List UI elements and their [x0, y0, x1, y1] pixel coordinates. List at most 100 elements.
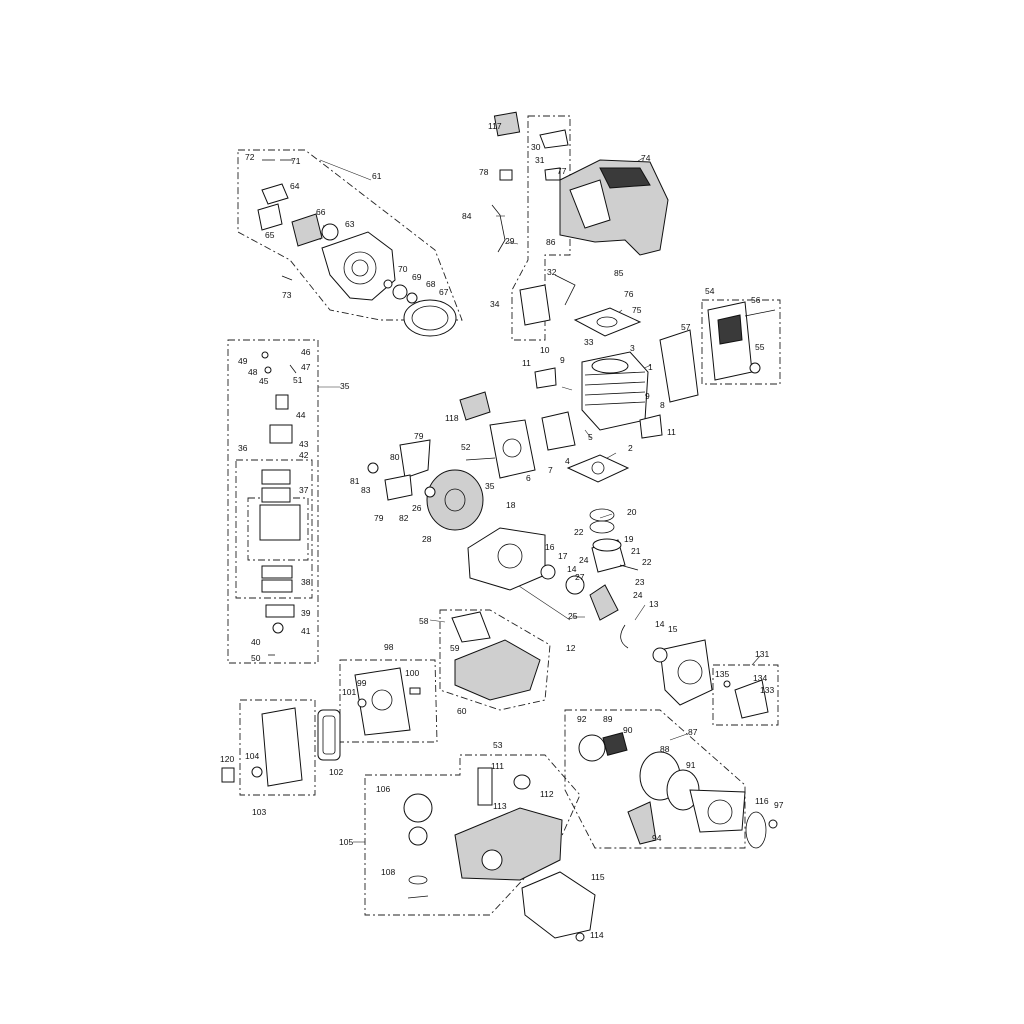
label-73: 73: [282, 290, 292, 300]
label-78: 78: [479, 167, 489, 177]
label-28: 28: [422, 534, 432, 544]
label-85: 85: [614, 268, 624, 278]
label-7: 7: [548, 465, 553, 475]
part-number-labels: 1 2 3 4 5 6 7 8 9 9 10 11 11 12 13 14 14…: [220, 121, 784, 940]
label-115: 115: [591, 872, 605, 882]
label-59: 59: [450, 643, 460, 653]
label-51: 51: [293, 375, 303, 385]
label-10: 10: [540, 345, 550, 355]
clutch-housing-part: [257, 159, 457, 337]
label-61: 61: [372, 171, 382, 181]
group-61-outline: [237, 149, 463, 321]
crankcase-part: [467, 527, 713, 706]
label-35-carb: 35: [485, 481, 495, 491]
label-47: 47: [301, 362, 311, 372]
air-filter-base-part: [354, 667, 421, 736]
label-2: 2: [628, 443, 633, 453]
label-20: 20: [627, 507, 637, 517]
air-filter-cover-part: [451, 611, 541, 701]
group-35-outline: [227, 339, 319, 664]
label-72: 72: [245, 152, 255, 162]
group-54-outline: [701, 299, 781, 385]
label-8: 8: [660, 400, 665, 410]
label-5: 5: [588, 432, 593, 442]
label-98: 98: [384, 642, 394, 652]
label-41: 41: [301, 626, 311, 636]
gasket-parts: [534, 367, 663, 483]
label-117: 117: [488, 121, 502, 131]
label-71: 71: [291, 156, 301, 166]
label-17: 17: [558, 551, 568, 561]
carburetor-detail-parts: [259, 351, 301, 656]
label-44: 44: [296, 410, 306, 420]
group-131-outline: [712, 664, 779, 726]
label-55: 55: [755, 342, 765, 352]
label-84: 84: [462, 211, 472, 221]
label-103: 103: [252, 807, 266, 817]
label-70: 70: [398, 264, 408, 274]
label-99: 99: [357, 678, 367, 688]
label-33: 33: [584, 337, 594, 347]
label-24-right: 24: [633, 590, 643, 600]
label-9-top: 9: [560, 355, 565, 365]
group-58-outline: [439, 609, 551, 711]
label-23: 23: [635, 577, 645, 587]
label-86: 86: [546, 237, 556, 247]
label-37: 37: [299, 485, 309, 495]
label-74: 74: [641, 153, 651, 163]
label-66: 66: [316, 207, 326, 217]
label-13: 13: [649, 599, 659, 609]
label-19: 19: [624, 534, 634, 544]
group-105-outline: [364, 754, 581, 916]
label-4: 4: [565, 456, 570, 466]
flywheel-ignition-parts: [367, 439, 484, 531]
label-104: 104: [245, 751, 259, 761]
label-26: 26: [412, 503, 422, 513]
label-118: 118: [445, 413, 459, 423]
label-21: 21: [631, 546, 641, 556]
label-50: 50: [251, 653, 261, 663]
label-11-right: 11: [667, 427, 676, 437]
label-24-left: 24: [579, 555, 589, 565]
tank-bracket-part: [521, 871, 596, 942]
label-60: 60: [457, 706, 467, 716]
label-40: 40: [251, 637, 261, 647]
label-38: 38: [301, 577, 311, 587]
label-39: 39: [301, 608, 311, 618]
label-65: 65: [265, 230, 275, 240]
label-54: 54: [705, 286, 715, 296]
label-42: 42: [299, 450, 309, 460]
label-11-left: 11: [522, 358, 531, 368]
group-29-outline: [511, 115, 571, 341]
label-22-left: 22: [574, 527, 584, 537]
label-16: 16: [545, 542, 555, 552]
label-34: 34: [490, 299, 500, 309]
part-drawings: [221, 111, 778, 942]
label-134: 134: [753, 673, 767, 683]
label-57: 57: [681, 322, 691, 332]
label-22-right: 22: [642, 557, 652, 567]
label-79-bottom: 79: [374, 513, 384, 523]
label-112: 112: [540, 789, 554, 799]
label-35-group: 35: [340, 381, 350, 391]
insulator-gasket-part: [573, 307, 642, 337]
label-75: 75: [632, 305, 642, 315]
label-32: 32: [547, 267, 557, 277]
label-45: 45: [259, 376, 269, 386]
engine-cover-part: [539, 129, 669, 256]
recoil-starter-part: [578, 732, 778, 849]
label-6: 6: [526, 473, 531, 483]
label-31: 31: [535, 155, 545, 165]
label-46: 46: [301, 347, 311, 357]
label-52: 52: [461, 442, 471, 452]
label-97: 97: [774, 800, 784, 810]
group-87-outline: [564, 709, 746, 849]
label-63: 63: [345, 219, 355, 229]
label-58: 58: [419, 616, 429, 626]
air-filter-element-parts: [221, 707, 341, 787]
group-103-outline: [239, 699, 316, 796]
label-135: 135: [715, 669, 729, 679]
throttle-parts: [491, 111, 576, 326]
label-56: 56: [751, 295, 761, 305]
label-133: 133: [760, 685, 774, 695]
